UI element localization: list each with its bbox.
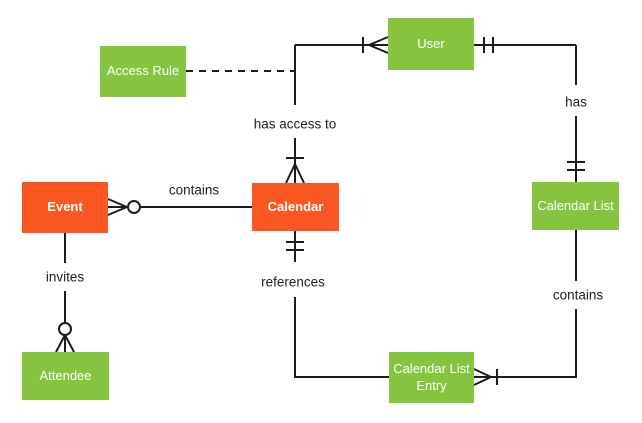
- entity-calendar: Calendar: [252, 183, 339, 231]
- crows-foot-icon: [285, 163, 305, 184]
- relationship-label-contains-entries: contains: [550, 287, 606, 303]
- connector-calendar-user: [285, 36, 389, 184]
- entity-calendar-list-entry: Calendar List Entry: [389, 352, 474, 403]
- entity-attendee-label: Attendee: [39, 367, 92, 383]
- entity-attendee: Attendee: [22, 352, 109, 400]
- entity-user: User: [388, 18, 474, 70]
- relationship-label-references: references: [259, 274, 327, 290]
- connector-event-attendee: [55, 233, 75, 353]
- entity-calendar-list-entry-label: Calendar List Entry: [393, 360, 470, 393]
- crows-foot-icon: [368, 36, 389, 54]
- relationship-label-invites: invites: [43, 269, 87, 285]
- crows-foot-icon: [107, 198, 128, 216]
- connector-event-calendar: [107, 198, 252, 216]
- edge-line: [474, 230, 577, 378]
- connector-calendar-list-entry: [473, 230, 577, 386]
- entity-event-label: Event: [47, 199, 83, 215]
- entity-calendar-label: Calendar: [267, 198, 324, 214]
- connector-calendar-entry: [286, 231, 389, 378]
- connector-user-calendar-list: [474, 37, 585, 182]
- double-tick-icon: [286, 241, 304, 251]
- relationship-label-has: has: [563, 94, 589, 110]
- crows-foot-icon: [473, 368, 492, 386]
- relationship-label-contains-events: contains: [168, 182, 220, 198]
- entity-calendar-list: Calendar List: [532, 182, 619, 230]
- entity-access-rule: Access Rule: [100, 46, 186, 97]
- optional-circle-icon: [58, 322, 72, 336]
- optional-circle-icon: [127, 200, 141, 214]
- entity-calendar-list-label: Calendar List: [537, 197, 614, 213]
- crows-foot-icon: [55, 334, 75, 353]
- double-tick-icon: [483, 37, 494, 53]
- double-tick-icon: [567, 161, 585, 171]
- entity-event: Event: [22, 182, 108, 233]
- edge-line: [294, 231, 389, 378]
- entity-user-label: User: [417, 35, 445, 51]
- relationship-label-has-access-to: has access to: [251, 116, 339, 132]
- entity-access-rule-label: Access Rule: [106, 63, 180, 79]
